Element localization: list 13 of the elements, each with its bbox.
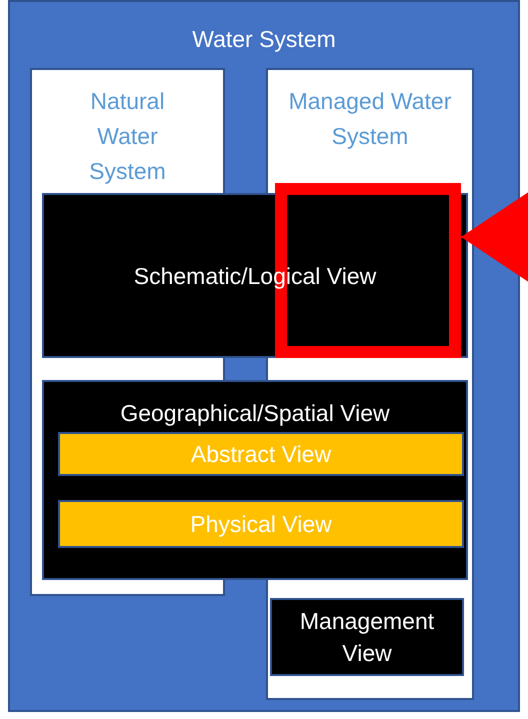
- view-label: Managed Water System: [288, 87, 452, 151]
- view-label: Physical View: [189, 510, 333, 539]
- view-label: Abstract View: [190, 440, 332, 468]
- view-bar: [58, 500, 464, 548]
- view-box: [42, 380, 468, 580]
- view-label: Management View: [298, 607, 436, 668]
- view-label: Geographical/Spatial View: [119, 399, 391, 428]
- view-label: Natural Water System: [88, 87, 167, 186]
- view-box: [270, 598, 464, 676]
- view-bar: [58, 432, 464, 476]
- outer-panel: [8, 0, 520, 712]
- view-box: [42, 193, 468, 358]
- view-label: Water System: [191, 25, 337, 54]
